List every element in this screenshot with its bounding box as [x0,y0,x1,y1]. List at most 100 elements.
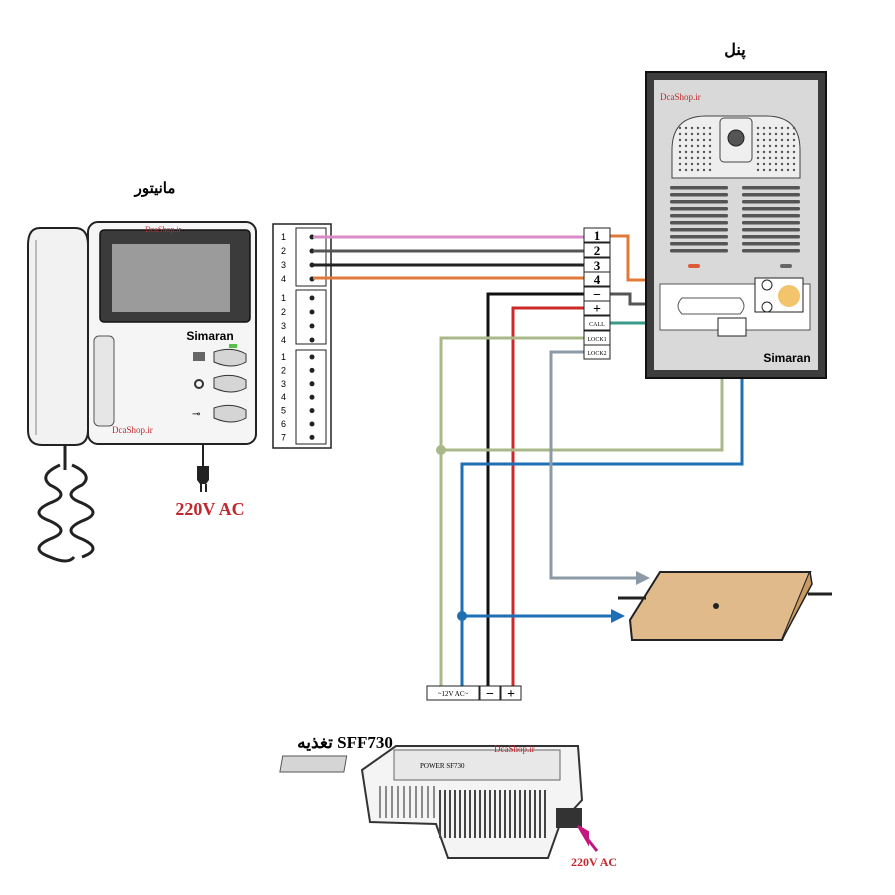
grille-dot [768,132,772,136]
monitor-power-label: 220V AC [175,499,244,519]
speaker-slot [742,249,800,253]
grille-dot [780,168,784,172]
grille-dot [792,138,796,142]
terminal-pin [309,421,315,427]
monitor-brand: Simaran [186,329,233,343]
grille-dot [756,162,760,166]
grille-dot [696,132,700,136]
grille-dot [684,168,688,172]
grille-dot [702,162,706,166]
panel-term-lock2: LOCK2 [587,351,606,357]
door-panel: DcaShop.ir Simaran [645,71,827,379]
panel-title: پنل [724,42,746,60]
speaker-slot [742,242,800,246]
grille-dot [678,126,682,130]
monitor-term-num: 2 [281,365,286,375]
supply-terminal: ~12V AC~ − + [426,685,522,702]
speaker-slot [742,214,800,218]
grille-dot [702,150,706,154]
panel-term-3: 3 [594,258,601,273]
junction-blue [457,611,467,621]
grille-dot [678,156,682,160]
intercom-icon [193,352,205,361]
wire-lock [549,350,638,580]
monitor-term-num: 5 [281,406,286,416]
grille-dot [786,162,790,166]
grille-dot [684,162,688,166]
grille-dot [756,150,760,154]
monitor-term-num: 2 [281,246,286,256]
grille-dot [774,150,778,154]
speaker-slot [670,249,728,253]
speaker-slot [670,193,728,197]
grille-dot [780,138,784,142]
monitor-term-num: 1 [281,293,286,303]
supply-label: POWER SF730 [420,762,465,770]
grille-dot [678,144,682,148]
grille-dot [756,126,760,130]
terminal-pin [309,337,315,343]
speaker-slot [670,221,728,225]
grille-dot [768,126,772,130]
grille-dot [708,156,712,160]
panel-terminal-strip: 1 2 3 4 − + CALL LOCK1 LOCK2 [583,227,611,360]
monitor-term-num: 2 [281,307,286,317]
grille-dot [690,156,694,160]
grille-dot [792,132,796,136]
grille-dot [690,144,694,148]
grille-dot [708,162,712,166]
grille-dot [786,132,790,136]
monitor-term-num: 7 [281,432,286,442]
talk-icon [194,379,204,389]
grille-dot [774,144,778,148]
speaker-slot [742,193,800,197]
grille-dot [690,126,694,130]
monitor-button-1[interactable] [213,348,247,367]
supply-term-neg: − [486,687,494,702]
terminal-screw-1 [761,279,773,291]
terminal-pin [309,354,315,360]
grille-dot [684,144,688,148]
grille-dot [702,132,706,136]
grille-dot [690,138,694,142]
monitor-button-2[interactable] [213,374,247,393]
grille-dot [702,144,706,148]
grille-dot [780,162,784,166]
grille-dot [684,132,688,136]
grille-dot [774,162,778,166]
panel-watermark: DcaShop.ir [660,92,701,102]
door-lock [618,571,832,641]
grille-dot [708,138,712,142]
grille-dot [786,150,790,154]
grille-dot [774,168,778,172]
grille-dot [792,150,796,154]
terminal-pin [309,408,315,414]
monitor-button-3[interactable] [213,404,247,423]
grille-dot [762,132,766,136]
grille-dot [756,156,760,160]
grille-dot [702,168,706,172]
grille-dot [756,132,760,136]
grille-dot [786,138,790,142]
grille-dot [768,162,772,166]
grille-dot [708,144,712,148]
speaker-slot [742,186,800,190]
grille-dot [702,138,706,142]
speaker-slot [670,242,728,246]
terminal-pin [309,323,315,329]
monitor-term-num: 3 [281,379,286,389]
speaker-slot [670,207,728,211]
call-button[interactable] [778,285,800,307]
arrow-blue-icon [611,609,625,623]
grille-dot [702,156,706,160]
monitor-term-num: 6 [281,419,286,429]
panel-term-pos: + [593,302,601,317]
supply-power-label: 220V AC [571,855,617,869]
grille-dot [780,132,784,136]
grille-dot [756,168,760,172]
junction-ac [436,445,446,455]
speaker-slot [670,235,728,239]
grille-dot [774,132,778,136]
panel-term-1: 1 [594,228,601,243]
grille-dot [768,150,772,154]
